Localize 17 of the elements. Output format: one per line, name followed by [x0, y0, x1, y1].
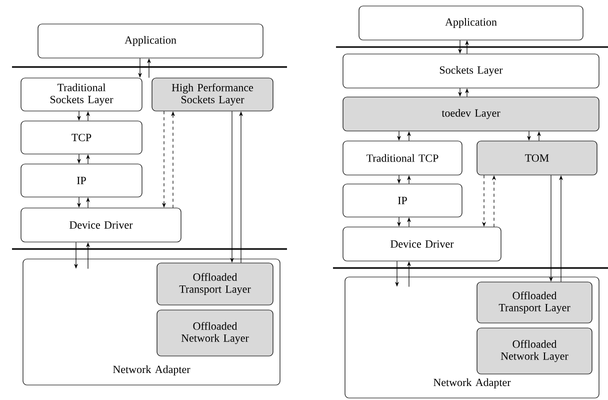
layer-box: High Performance Sockets Layer [152, 78, 274, 112]
layer-box: Application [38, 24, 264, 58]
layer-box: Application [358, 6, 584, 40]
layer-box: toedev Layer [342, 96, 600, 132]
layer-box: Traditional TCP [342, 140, 462, 176]
layer-box: Traditional Sockets Layer [20, 78, 142, 112]
layer-box: IP [342, 184, 462, 218]
layer-box: TOM [476, 140, 598, 176]
layer-box: TCP [20, 120, 142, 154]
layer-box: Offloaded Network Layer [476, 328, 592, 374]
layer-box: Offloaded Transport Layer [476, 282, 592, 324]
layer-box: Device Driver [20, 208, 182, 242]
layer-box: Offloaded Network Layer [156, 310, 274, 356]
layer-box: Offloaded Transport Layer [156, 262, 274, 306]
layer-box: IP [20, 164, 142, 198]
layer-box: Device Driver [342, 226, 502, 262]
layer-box: Sockets Layer [342, 54, 600, 88]
